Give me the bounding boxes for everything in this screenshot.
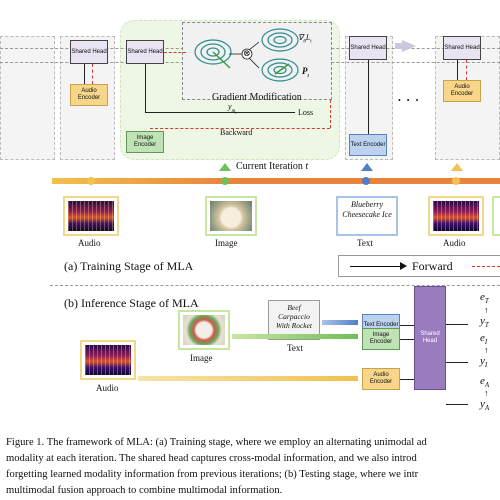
audio-flow-arrow <box>138 376 358 381</box>
text-flow-arrow <box>322 320 358 325</box>
image-thumbnail-partial <box>492 196 500 236</box>
timeline-dot-3 <box>362 177 370 185</box>
legend-forward-label: Forward <box>412 259 453 273</box>
inference-shared-head: Shared Head <box>414 286 446 390</box>
caption-line-3: forgetting learned modality information … <box>6 469 419 480</box>
image-flow-arrow <box>232 334 358 339</box>
text-thumbnail: Blueberry Cheesecake Ice <box>336 196 398 236</box>
training-stage-title: (a) Training Stage of MLA <box>64 259 194 273</box>
gradient-mod-panel <box>182 22 332 100</box>
timeline-dot-1 <box>87 177 95 185</box>
spectrogram-image <box>68 201 114 231</box>
audio-caption-2: Audio <box>443 238 466 248</box>
legend-forward-line <box>350 266 402 267</box>
food-photo <box>210 201 252 231</box>
head-out-3 <box>446 404 468 405</box>
inference-image-caption: Image <box>190 353 213 363</box>
inference-audio-encoder: Audio Encoder <box>362 368 400 390</box>
grad-label: ∇θLt <box>298 33 312 45</box>
image-encoder-current: Image Encoder <box>126 131 164 153</box>
up-arrow-A: ↑ <box>484 388 489 398</box>
backward-dashed-vert <box>330 100 331 128</box>
gradient-swirl-icons <box>194 28 299 82</box>
timeline-bar <box>52 178 500 184</box>
image-caption: Image <box>215 238 238 248</box>
audio-caption-1: Audio <box>78 238 101 248</box>
section-divider <box>50 285 500 286</box>
p-label: Pt <box>302 66 309 79</box>
head-out-2 <box>446 362 468 363</box>
inference-image-encoder: Image Encoder <box>362 328 400 350</box>
enc-to-head-2 <box>400 339 414 340</box>
inference-text-caption: Text <box>287 343 303 353</box>
audio-encoder-4: Audio Encoder <box>443 80 481 102</box>
backward-label: Backward <box>220 128 253 137</box>
gray-arrow-shaft <box>395 43 403 49</box>
arrow-up-3 <box>368 60 369 134</box>
arrow-up-1 <box>84 64 85 84</box>
arrow-down-red-4 <box>466 60 467 80</box>
audio-encoder-1: Audio Encoder <box>70 84 108 106</box>
swirl-icon-left <box>194 39 232 65</box>
inference-image-thumbnail <box>178 310 230 350</box>
inference-text-thumbnail: Beef Carpaccio With Rocket <box>268 300 320 340</box>
caption-line-4: multimodal fusion approach to combine mu… <box>6 485 283 496</box>
audio-thumbnail-1 <box>63 196 119 236</box>
shared-head-3: Shared Head <box>349 36 387 60</box>
output-e-A: eA <box>480 375 490 390</box>
output-y-T: yT <box>480 315 489 330</box>
y-m-label: ymt <box>228 102 237 115</box>
inference-spectrogram <box>85 345 131 375</box>
inference-audio-thumbnail <box>80 340 136 380</box>
inference-text-sample: Beef Carpaccio With Rocket <box>275 303 313 330</box>
enc-to-head-1 <box>400 325 414 326</box>
inference-audio-caption: Audio <box>96 383 119 393</box>
loss-label: Loss <box>298 108 314 117</box>
head-out-1 <box>446 324 468 325</box>
red-dashed-to-head <box>164 52 186 53</box>
output-y-I: yI <box>480 355 488 370</box>
up-arrow-T: ↑ <box>484 305 489 315</box>
shared-head-4: Shared Head <box>443 36 481 60</box>
otimes-symbol: ⊗ <box>243 48 251 58</box>
ellipsis-dots: • • • <box>398 96 421 105</box>
gray-arrow-right <box>402 40 416 52</box>
output-y-A: yA <box>480 398 490 413</box>
image-thumbnail <box>205 196 257 236</box>
legend-backward-line <box>472 266 500 267</box>
audio-thumbnail-2 <box>428 196 484 236</box>
swirl-icon-top-right <box>261 28 299 52</box>
caption-line-1: Figure 1. The framework of MLA: (a) Trai… <box>6 437 427 448</box>
inference-stage-title: (b) Inference Stage of MLA <box>64 296 199 310</box>
shared-head-1: Shared Head <box>70 40 108 64</box>
backward-dashed-line <box>150 128 330 129</box>
timeline-dot-4 <box>452 177 460 185</box>
output-e-T: eT <box>480 291 489 306</box>
shared-head-current: Shared Head <box>126 40 164 64</box>
to-loss-line <box>145 112 295 113</box>
output-e-I: eI <box>480 332 488 347</box>
current-iteration-arrow <box>219 163 231 171</box>
stage-panel-5 <box>0 36 55 160</box>
legend-forward-arrowhead <box>400 262 407 270</box>
inference-food-photo <box>183 315 225 345</box>
text-encoder-3: Text Encoder <box>349 134 387 156</box>
timeline-dot-2 <box>221 177 229 185</box>
gradient-modification-label: Gradient Modification <box>212 92 302 103</box>
current-iteration-label: Current Iteration t <box>236 161 309 172</box>
swirl-icon-bottom-right <box>261 58 299 82</box>
text-caption: Text <box>357 238 373 248</box>
arrow-up-4 <box>457 60 458 80</box>
legend-box <box>338 255 500 277</box>
spectrogram-image-2 <box>433 201 479 231</box>
forward-line-current <box>145 64 146 112</box>
enc-to-head-3 <box>400 379 414 380</box>
up-arrow-I: ↑ <box>484 345 489 355</box>
arrow-down-red-1 <box>92 64 93 84</box>
text-arrow-up <box>361 163 373 171</box>
caption-line-2: modality at each iteration. The shared h… <box>6 453 417 464</box>
text-sample: Blueberry Cheesecake Ice <box>342 200 392 219</box>
audio-arrow-up <box>451 163 463 171</box>
